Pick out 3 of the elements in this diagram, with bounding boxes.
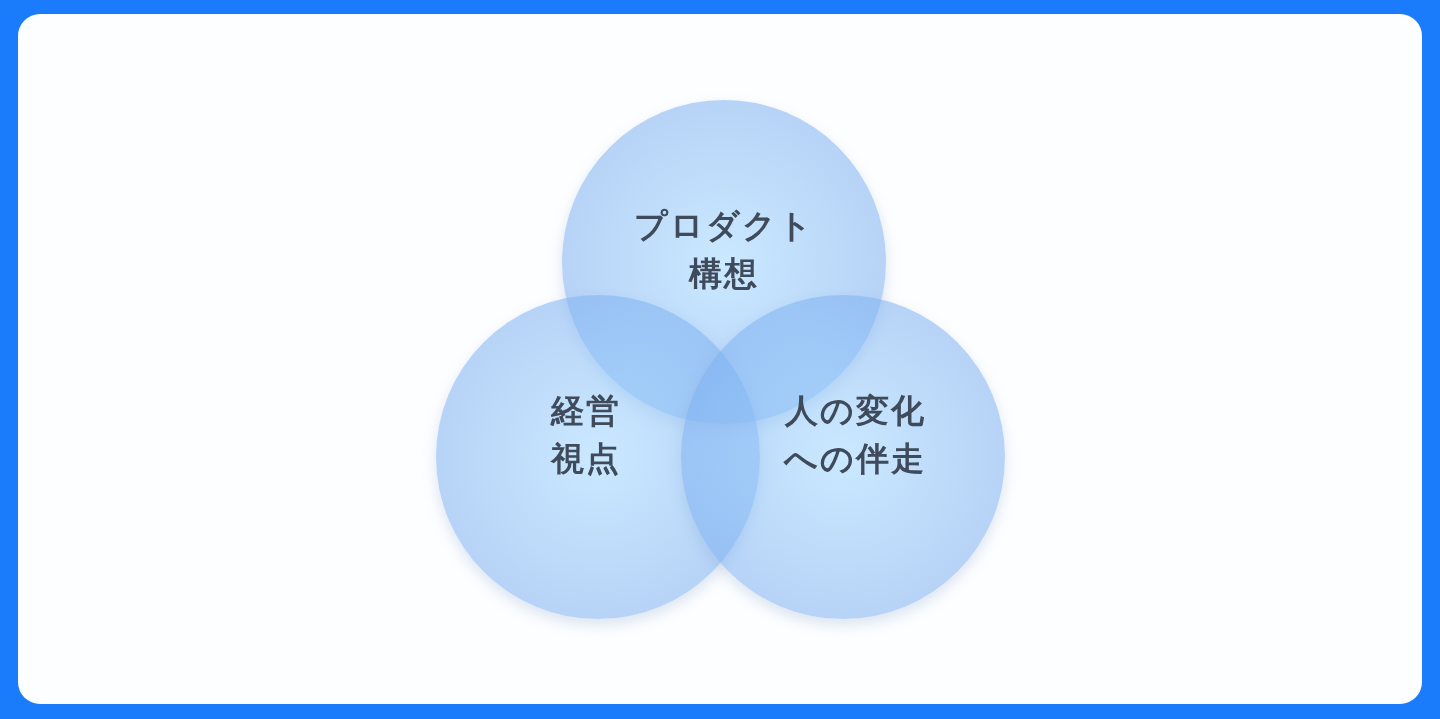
circle-label: 経営視点 xyxy=(549,391,622,479)
circle-label: プロダクト構想 xyxy=(633,206,815,294)
circle-label: 人の変化への伴走 xyxy=(782,391,927,479)
